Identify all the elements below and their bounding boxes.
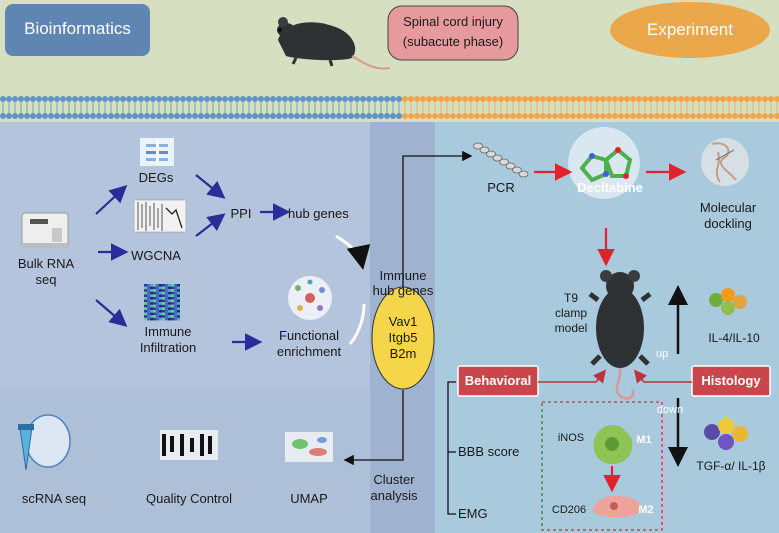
- docking-line2: dockling: [704, 216, 752, 231]
- cd206-label: CD206: [551, 504, 587, 516]
- cluster-line1: Cluster: [373, 472, 415, 487]
- bulk-rna-line1: Bulk RNA: [17, 256, 75, 271]
- model-line3: model: [554, 321, 588, 335]
- m1-macrophage-icon: [593, 425, 633, 464]
- immune-infiltration-line2: Infiltration: [139, 340, 197, 355]
- ppi-label: PPI: [230, 206, 252, 221]
- arrows: [94, 150, 692, 515]
- umap-icon: [285, 432, 333, 462]
- membrane-band: [0, 92, 779, 122]
- up-label: up: [655, 348, 669, 360]
- condition-line2: (subacute phase): [402, 34, 504, 49]
- degs-icon: [140, 138, 174, 166]
- histology-tag: [691, 365, 771, 397]
- immune-infiltration-line1: Immune: [144, 324, 192, 339]
- experiment-tag: [610, 2, 770, 58]
- bbb-score-label: BBB score: [458, 444, 520, 459]
- arrow-wgcna-to-ppi: [195, 213, 226, 237]
- cluster-line2: analysis: [370, 488, 418, 503]
- bioinformatics-tag: [5, 4, 150, 56]
- behavioral-label: Behavioral: [464, 373, 532, 388]
- arrow-bulk-to-immune: [95, 299, 128, 327]
- il-label: IL-4/IL-10: [708, 331, 760, 345]
- docking-protein-icon: [701, 138, 749, 186]
- functional-enrichment-icon: [288, 276, 332, 320]
- sequencer-icon: [21, 212, 69, 248]
- emg-label: EMG: [458, 506, 488, 521]
- wgcna-label: WGCNA: [131, 248, 181, 263]
- il-cytokine-icon: [709, 288, 747, 315]
- behavioral-tag: [457, 365, 539, 397]
- umap-label: UMAP: [290, 491, 328, 506]
- arrow-genes-to-pcr: [402, 150, 473, 288]
- scrna-seq-label: scRNA seq: [21, 491, 87, 506]
- decitabine-molecule-icon: [568, 127, 640, 199]
- quality-control-label: Quality Control: [146, 491, 232, 506]
- down-label: down: [656, 404, 684, 416]
- arrow-functional-to-immune-hub: [348, 303, 366, 345]
- arrow-hub-to-immune-hub: [335, 234, 371, 270]
- bulk-rna-line2: seq: [35, 272, 57, 287]
- arrow-bulk-to-degs: [95, 185, 128, 215]
- arrow-genes-to-umap: [343, 390, 404, 466]
- wgcna-icon: [133, 199, 187, 233]
- macrophage-box: [541, 401, 663, 531]
- docking-line1: Molecular: [699, 200, 757, 215]
- degs-label: DEGs: [138, 170, 174, 185]
- immune-hub-line2: hub genes: [372, 283, 434, 298]
- m1-label: M1: [636, 434, 652, 446]
- tgf-label: TGF-α/ IL-1β: [696, 459, 766, 473]
- quality-control-icon: [160, 430, 218, 460]
- experiment-label: Experiment: [647, 20, 733, 39]
- mouse-icon: [277, 17, 391, 70]
- scrna-tube-icon: [18, 414, 71, 471]
- gene-vav1: Vav1: [388, 314, 418, 329]
- functional-line1: Functional: [279, 328, 339, 343]
- pcr-strip-icon: [473, 142, 529, 178]
- arrow-degs-to-ppi: [195, 174, 226, 199]
- gene-itgb5: Itgb5: [388, 330, 418, 345]
- inos-label: iNOS: [557, 432, 585, 444]
- bioinformatics-label: Bioinformatics: [24, 19, 131, 38]
- condition-line1: Spinal cord injury: [403, 14, 503, 29]
- model-mouse-icon: [588, 270, 652, 400]
- hub-genes-label: hub genes: [288, 206, 349, 221]
- histology-label: Histology: [701, 373, 761, 388]
- condition-box: [387, 5, 519, 61]
- model-line1: T9: [563, 291, 578, 305]
- bracket-behavioral: [447, 381, 456, 515]
- model-line2: clamp: [554, 306, 587, 320]
- arrow-behavioral-to-model: [538, 369, 606, 384]
- m2-label: M2: [638, 504, 654, 516]
- decitabine-label: Decitabine: [577, 180, 643, 195]
- arrow-histology-to-model: [634, 369, 692, 384]
- immune-infiltration-icon: [144, 284, 180, 321]
- m2-macrophage-icon: [592, 495, 642, 518]
- immune-hub-line1: Immune: [379, 268, 427, 283]
- pcr-label: PCR: [487, 180, 515, 195]
- functional-line2: enrichment: [276, 344, 342, 359]
- tgf-cytokine-icon: [704, 418, 748, 450]
- gene-b2m: B2m: [389, 346, 417, 361]
